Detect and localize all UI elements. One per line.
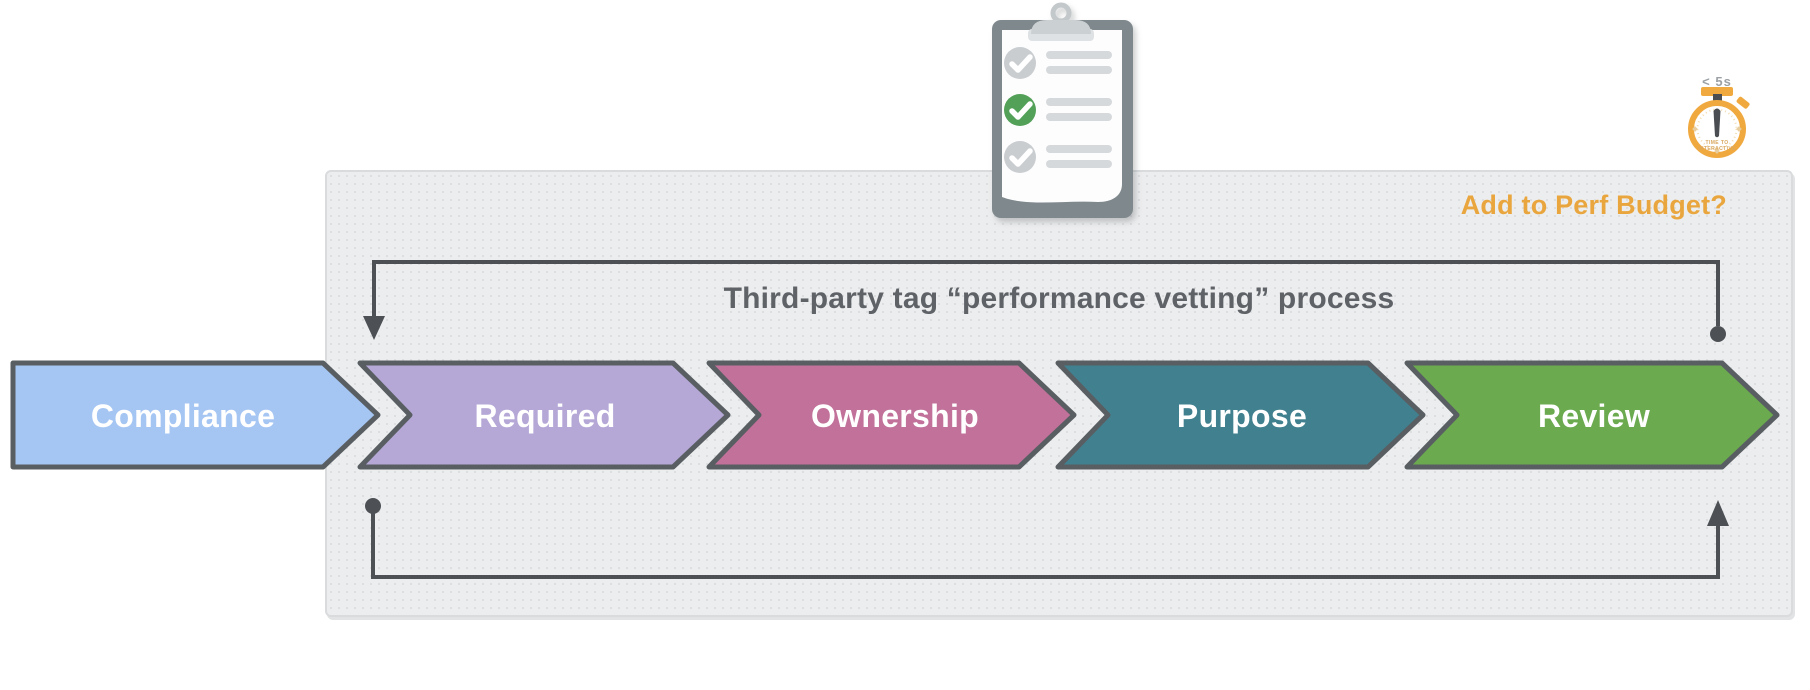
- loop-top-arrowhead-icon: [363, 316, 385, 340]
- loop-bottom-arrowhead-icon: [1707, 500, 1729, 526]
- check-circle-gray-2: [1004, 141, 1036, 173]
- list-line: [1046, 98, 1112, 106]
- list-line: [1046, 160, 1112, 168]
- clipboard-checklist-icon: [992, 2, 1133, 218]
- clipboard-ring: [1050, 2, 1072, 24]
- stage-ownership: Ownership: [706, 360, 1077, 470]
- check-icon: [1009, 148, 1033, 167]
- stopwatch-dial-line1: TIME TO: [1706, 140, 1729, 146]
- stage-purpose: Purpose: [1055, 360, 1426, 470]
- list-line: [1046, 66, 1112, 74]
- stage-compliance-label: Compliance: [91, 398, 275, 434]
- check-circle-green: [1004, 94, 1036, 126]
- stage-review-label: Review: [1538, 398, 1650, 434]
- stage-ownership-shape: [706, 360, 1077, 470]
- feedback-loop-top: [363, 260, 1726, 342]
- stage-compliance: Compliance: [10, 360, 381, 470]
- stage-required-label: Required: [474, 398, 615, 434]
- stage-review-shape: [1404, 360, 1780, 470]
- feedback-loop-bottom: [365, 498, 1729, 579]
- clipboard-clip: [1031, 20, 1091, 34]
- stopwatch-dial-line2: INTERACTIVE: [1698, 146, 1736, 152]
- stage-required-shape: [357, 360, 731, 470]
- check-icon: [1009, 54, 1033, 73]
- stage-required: Required: [357, 360, 731, 470]
- loop-top-line: [372, 260, 1720, 326]
- list-line: [1046, 113, 1112, 121]
- stopwatch-stem: [1713, 94, 1722, 104]
- stopwatch-tick: [1714, 148, 1720, 154]
- loop-top-start-dot: [1710, 326, 1726, 342]
- diagram-title: Third-party tag “performance vetting” pr…: [723, 282, 1395, 315]
- stage-ownership-label: Ownership: [811, 398, 979, 434]
- stopwatch-tick: [1692, 126, 1698, 132]
- stopwatch-cap: [1701, 87, 1733, 96]
- loop-bottom-line: [371, 512, 1720, 579]
- loop-bottom-start-dot: [365, 498, 381, 514]
- stopwatch-caption: < 5s: [1702, 74, 1732, 89]
- stopwatch-needle: [1713, 108, 1721, 138]
- check-icon: [1009, 101, 1033, 120]
- list-line: [1046, 145, 1112, 153]
- stage-purpose-shape: [1055, 360, 1426, 470]
- check-circle-gray-1: [1004, 47, 1036, 79]
- stage-compliance-shape: [10, 360, 381, 470]
- stopwatch-knob: [1736, 96, 1750, 109]
- stopwatch-tick: [1736, 126, 1742, 132]
- stage-purpose-label: Purpose: [1177, 398, 1307, 434]
- stage-review: Review: [1404, 360, 1780, 470]
- list-line: [1046, 51, 1112, 59]
- stopwatch-icon: TIME TO INTERACTIVE: [1688, 87, 1750, 158]
- perf-budget-label: Add to Perf Budget?: [1460, 190, 1727, 220]
